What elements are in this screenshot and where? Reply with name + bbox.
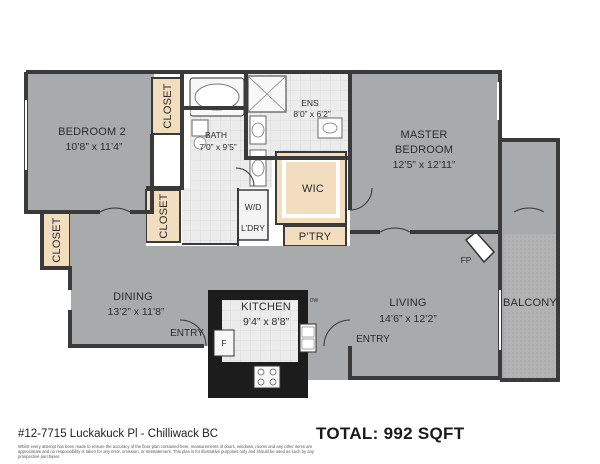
pantry-label: P’TRY [299,231,332,243]
wic-area [275,151,347,225]
closet-top-label: CLOSET [162,83,174,128]
bedroom2-dims: 10’8” x 11’4” [65,141,123,153]
disclaimer: Whilst every attempt has been made to en… [18,444,314,459]
dining-label: DINING [113,291,153,303]
closet-dining-label: CLOSET [51,217,63,262]
floor-plan: BEDROOM 2 10’8” x 11’4” CLOSET CLOSET CL… [24,70,560,398]
fp-label: FP [461,255,472,265]
closet-hall-label: CLOSET [158,193,170,238]
master-dims: 12’5” x 12’11” [393,159,456,171]
ldry-label: L’DRY [241,223,265,233]
master-label-2: BEDROOM [395,144,453,156]
balcony-label: BALCONY [503,297,557,309]
fridge-label: F [221,338,226,348]
fireplace [464,230,496,264]
entry-left-label: ENTRY [170,328,204,339]
living-label: LIVING [389,297,426,309]
entry-right-label: ENTRY [356,334,390,345]
laundry-area [182,188,238,244]
ens-dims: 8’0” x 6’2” [293,109,330,119]
kitchen-label: KITCHEN [241,301,291,313]
kitchen-dims: 9’4” x 8’8” [243,316,290,328]
fridge [213,329,235,357]
bath-label: BATH [205,130,227,140]
stove [253,365,281,389]
kitchen-floor [222,300,298,362]
master-label-1: MASTER [400,129,447,141]
closet-bedroom2-top [151,77,183,135]
living-dining-area [70,212,500,380]
master-bedroom-area [350,72,500,232]
wic-label: WIC [302,183,324,195]
living-dims: 14’6” x 12’2” [379,313,437,325]
bedroom2-label: BEDROOM 2 [58,126,126,138]
address: #12-7715 Luckakuck Pl - Chilliwack BC [18,428,219,440]
total-sqft: TOTAL: 992 SQFT [316,424,465,443]
bath-dims: 7’0” x 9’5” [199,142,236,152]
bedroom-2-area [26,72,154,212]
washer-dryer [237,189,269,241]
ens-label: ENS [301,98,319,108]
dw-label: DW [310,298,319,304]
dining-dims: 13’2” x 11’8” [107,306,165,318]
wd-label: W/D [245,202,262,212]
